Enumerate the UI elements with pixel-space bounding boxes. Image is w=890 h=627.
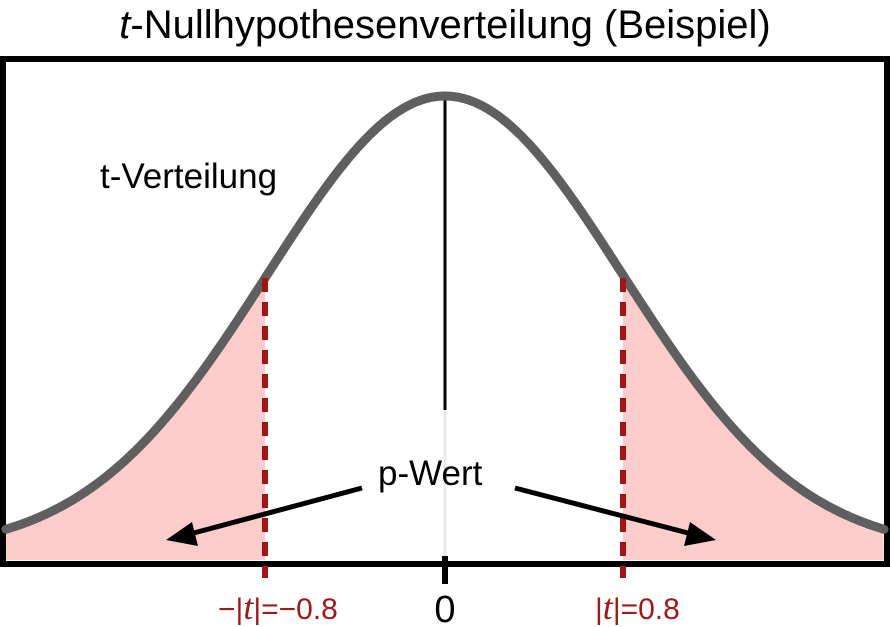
critical-left-suffix: |=−0.8 xyxy=(253,593,338,626)
critical-right-suffix: |=0.8 xyxy=(613,593,680,626)
title-text: -Nullhypothesenverteilung (Beispiel) xyxy=(130,3,770,47)
title-t-symbol: t xyxy=(119,3,132,47)
center-tick-label: 0 xyxy=(434,589,455,627)
critical-left-prefix: −| xyxy=(218,593,243,626)
critical-label-left: −|t|=−0.8 xyxy=(218,587,338,627)
pvalue-arrow-left xyxy=(166,485,363,546)
critical-label-right: |t|=0.8 xyxy=(595,587,680,627)
critical-right-prefix: | xyxy=(595,593,603,626)
critical-left-symbol: t xyxy=(243,587,254,627)
pvalue-label: p-Wert xyxy=(378,454,483,493)
t-distribution-curve xyxy=(1,91,889,534)
critical-right-symbol: t xyxy=(603,587,614,627)
curve-label: t-Verteilung xyxy=(100,157,277,196)
pvalue-arrow-right xyxy=(514,485,716,546)
diagram-title: t-Nullhypothesenverteilung (Beispiel) xyxy=(119,3,770,47)
left-tail-pvalue-area xyxy=(6,278,265,560)
right-tail-pvalue-area xyxy=(623,275,884,560)
